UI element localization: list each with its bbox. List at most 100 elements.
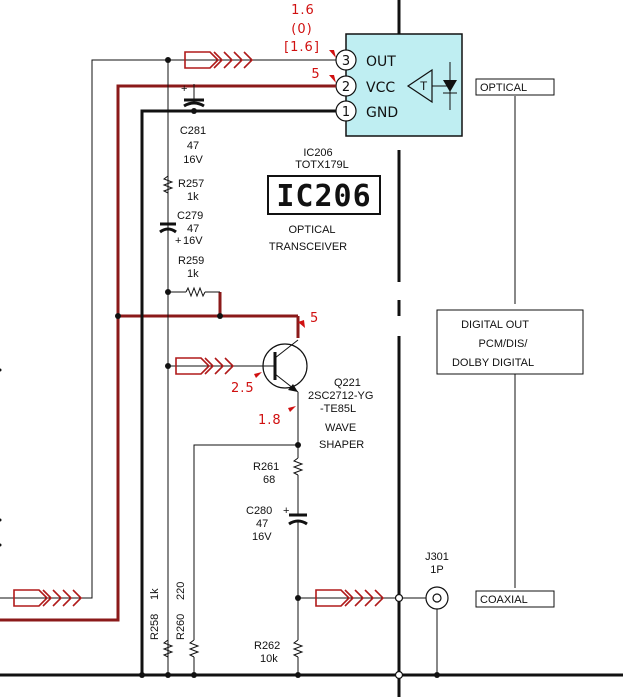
- r258-value: 1k: [149, 588, 161, 600]
- ic-pin3-name: OUT: [366, 54, 396, 70]
- q221-collector-lead: [274, 339, 299, 359]
- voltage-collector: 5: [310, 311, 319, 326]
- r257-resistor-icon: [162, 175, 174, 194]
- signal-arrow-icon: [184, 51, 220, 69]
- junction-vcc-r259: [217, 313, 223, 319]
- ic-pin2-name: VCC: [366, 80, 395, 96]
- junction-gnd-5: [434, 672, 440, 678]
- junction-vcc-left: [115, 313, 121, 319]
- coax-chevrons-icon: [344, 589, 385, 607]
- r260-value: 220: [175, 582, 187, 600]
- q221-part-2: -TE85L: [320, 403, 356, 415]
- r262-value: 10k: [260, 653, 278, 665]
- c280-value: 47: [256, 518, 268, 530]
- r259-value: 1k: [187, 268, 199, 280]
- led-diode-icon: [443, 80, 457, 92]
- q221-desc-1: WAVE: [325, 422, 356, 434]
- voltage-emitter: 1.8: [258, 413, 282, 428]
- signal-chevrons-icon: [213, 51, 254, 69]
- j301-value: 1P: [430, 564, 443, 576]
- c279-value: 47: [187, 223, 199, 235]
- ic-part-label: TOTX179L: [295, 159, 349, 171]
- c279-ref: C279: [177, 210, 203, 222]
- r262-ref: R262: [254, 640, 280, 652]
- c280-plate-bottom: [288, 519, 308, 526]
- ic-inner-label: T: [420, 79, 428, 93]
- ic-big-label: IC206: [276, 179, 371, 214]
- digital-out-line-1: DIGITAL OUT: [461, 319, 529, 331]
- digital-out-box: [436, 309, 584, 375]
- junction-gnd-c281: [191, 108, 197, 114]
- r258-ref: R258: [149, 614, 161, 640]
- emitter-to-r260-wire: [193, 444, 298, 640]
- gnd-bus-crossing: [394, 670, 404, 680]
- r261-ref: R261: [253, 461, 279, 473]
- r261-value: 68: [263, 474, 275, 486]
- ic-desc-2: TRANSCEIVER: [269, 241, 347, 253]
- coax-bus-crossing: [394, 593, 404, 603]
- junction-gnd-1: [139, 672, 145, 678]
- j301-ref: J301: [425, 551, 449, 563]
- ic-big-label-box: [267, 175, 381, 215]
- c281-plus: +: [181, 83, 187, 95]
- left-edge-mark-3: [0, 543, 2, 547]
- voltage-vcc: 5: [311, 67, 320, 82]
- c281-plate-bottom: [183, 101, 205, 108]
- collector-voltage-marker-icon: [298, 320, 305, 328]
- r260-resistor-icon: [188, 639, 200, 658]
- digital-out-line-3: DOLBY DIGITAL: [452, 357, 534, 369]
- ic-pin1-name: GND: [366, 105, 398, 121]
- c281-voltage: 16V: [183, 154, 203, 166]
- q221-emitter-arrow-icon: [288, 384, 298, 392]
- c279-voltage: 16V: [183, 235, 203, 247]
- voltage-out-1: 1.6: [291, 3, 315, 18]
- c279-plate-bottom: [159, 227, 177, 234]
- ic206-body: [345, 33, 463, 137]
- left-arrow-icon: [13, 589, 49, 607]
- junction-gnd-4: [295, 672, 301, 678]
- q221-ref: Q221: [334, 377, 361, 389]
- voltage-base: 2.5: [231, 381, 255, 396]
- r261-resistor-icon: [292, 457, 304, 476]
- optical-label: OPTICAL: [480, 82, 527, 94]
- pin3-voltage-marker-icon: [329, 50, 336, 58]
- junction-coax: [295, 595, 301, 601]
- left-edge-mark-1: [0, 368, 2, 372]
- base-chevrons-icon: [204, 357, 235, 375]
- c280-plus: +: [283, 505, 289, 517]
- left-edge-mark-2: [0, 518, 2, 522]
- optical-label-box: [475, 78, 555, 96]
- ic-pin3-number: 3: [342, 54, 350, 69]
- r259-ref: R259: [178, 255, 204, 267]
- junction-out: [165, 57, 171, 63]
- base-arrow-icon: [175, 357, 211, 375]
- ic-pin2-number: 2: [342, 80, 350, 95]
- vcc-supply-wire: [0, 84, 336, 622]
- coaxial-label: COAXIAL: [480, 594, 528, 606]
- coax-arrow-icon: [315, 589, 351, 607]
- r258-resistor-icon: [162, 639, 174, 658]
- digital-out-line-2: PCM/DIS/: [479, 338, 529, 350]
- junction-gnd-3: [191, 672, 197, 678]
- c280-ref: C280: [246, 505, 272, 517]
- ic-pin1-number: 1: [342, 105, 350, 120]
- voltage-out-2: (0): [291, 22, 312, 37]
- base-voltage-marker-icon: [254, 372, 262, 378]
- r262-resistor-icon: [292, 639, 304, 658]
- r260-ref: R260: [175, 614, 187, 640]
- c280-voltage: 16V: [252, 531, 272, 543]
- c281-value: 47: [187, 140, 199, 152]
- pin2-voltage-marker-icon: [329, 75, 336, 83]
- c281-ref: C281: [180, 125, 206, 137]
- ic-ref-label: IC206: [303, 147, 332, 159]
- coaxial-label-box: [475, 590, 555, 608]
- q221-part-1: 2SC2712-YG: [308, 390, 373, 402]
- r259-resistor-icon: [185, 286, 206, 298]
- gnd-wire: [140, 109, 623, 677]
- r257-ref: R257: [178, 178, 204, 190]
- emitter-voltage-marker-icon: [288, 406, 296, 412]
- junction-gnd-2: [165, 672, 171, 678]
- ic-desc-1: OPTICAL: [288, 224, 335, 236]
